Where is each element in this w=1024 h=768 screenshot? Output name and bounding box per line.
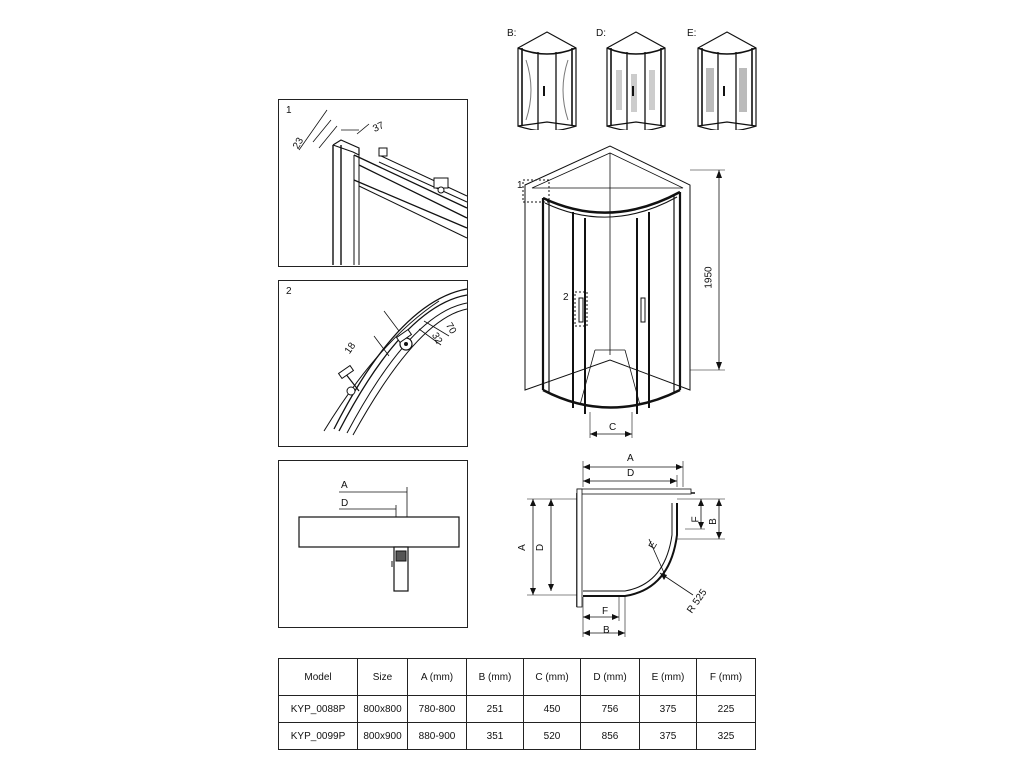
plan-dim-b-bottom: B bbox=[603, 625, 610, 636]
variant-label-e: E: bbox=[687, 28, 697, 39]
table-row: KYP_0099P 800x900 880-900 351 520 856 37… bbox=[278, 722, 756, 750]
variant-label-d: D: bbox=[596, 28, 606, 39]
col-header-d: D (mm) bbox=[580, 658, 640, 696]
detail-2-drawing bbox=[323, 288, 468, 436]
cell-model: KYP_0099P bbox=[278, 722, 358, 750]
variant-label-b: B: bbox=[507, 28, 517, 39]
col-header-b: B (mm) bbox=[466, 658, 524, 696]
detail-3-panel: A D bbox=[278, 460, 468, 628]
col-header-c: C (mm) bbox=[523, 658, 581, 696]
front-view-callout-2: 2 bbox=[563, 292, 569, 303]
cell-e: 375 bbox=[639, 695, 697, 723]
cell-b: 251 bbox=[466, 695, 524, 723]
detail-1-panel: 1 37 23 bbox=[278, 99, 468, 267]
plan-dim-a-top: A bbox=[627, 453, 634, 464]
cell-model: KYP_0088P bbox=[278, 695, 358, 723]
detail-1-drawing bbox=[298, 109, 468, 265]
cell-d: 856 bbox=[580, 722, 640, 750]
front-view-callout-1: 1 bbox=[517, 180, 523, 191]
plan-view-drawing bbox=[527, 461, 725, 637]
col-header-a: A (mm) bbox=[407, 658, 467, 696]
spec-table: Model Size A (mm) B (mm) C (mm) D (mm) E… bbox=[278, 658, 756, 750]
detail-3-label-D: D bbox=[341, 498, 349, 509]
variant-e-thumbnail bbox=[697, 31, 757, 130]
cell-d: 756 bbox=[580, 695, 640, 723]
front-view-width-c: C bbox=[609, 422, 617, 433]
col-header-model: Model bbox=[278, 658, 358, 696]
detail-1-number: 1 bbox=[286, 105, 292, 116]
cell-f: 325 bbox=[696, 722, 756, 750]
plan-dim-a-left: A bbox=[516, 544, 528, 551]
plan-dim-d-top: D bbox=[627, 468, 635, 479]
cell-f: 225 bbox=[696, 695, 756, 723]
cell-c: 450 bbox=[523, 695, 581, 723]
cell-a: 880-900 bbox=[407, 722, 467, 750]
spec-table-header-row: Model Size A (mm) B (mm) C (mm) D (mm) E… bbox=[278, 658, 756, 696]
cell-size: 800x800 bbox=[357, 695, 408, 723]
cell-a: 780-800 bbox=[407, 695, 467, 723]
front-view-height-1950: 1950 bbox=[703, 266, 715, 289]
detail-2-number: 2 bbox=[286, 286, 292, 297]
front-view-drawing bbox=[522, 145, 725, 438]
plan-dim-f-bottom: F bbox=[602, 606, 609, 617]
cell-size: 800x900 bbox=[357, 722, 408, 750]
detail-3-label-A: A bbox=[341, 480, 348, 491]
cell-b: 351 bbox=[466, 722, 524, 750]
plan-dim-d-left: D bbox=[535, 543, 547, 552]
detail-2-panel: 2 70 32 18 bbox=[278, 280, 468, 447]
cell-c: 520 bbox=[523, 722, 581, 750]
col-header-e: E (mm) bbox=[639, 658, 697, 696]
plan-dim-f-right: F bbox=[690, 516, 702, 523]
col-header-f: F (mm) bbox=[696, 658, 756, 696]
col-header-size: Size bbox=[357, 658, 408, 696]
table-row: KYP_0088P 800x800 780-800 251 450 756 37… bbox=[278, 695, 756, 723]
plan-dim-b-right: B bbox=[707, 518, 719, 525]
cell-e: 375 bbox=[639, 722, 697, 750]
variant-d-thumbnail bbox=[606, 31, 666, 130]
detail-3-drawing bbox=[298, 487, 460, 592]
variant-b-thumbnail bbox=[517, 31, 577, 130]
